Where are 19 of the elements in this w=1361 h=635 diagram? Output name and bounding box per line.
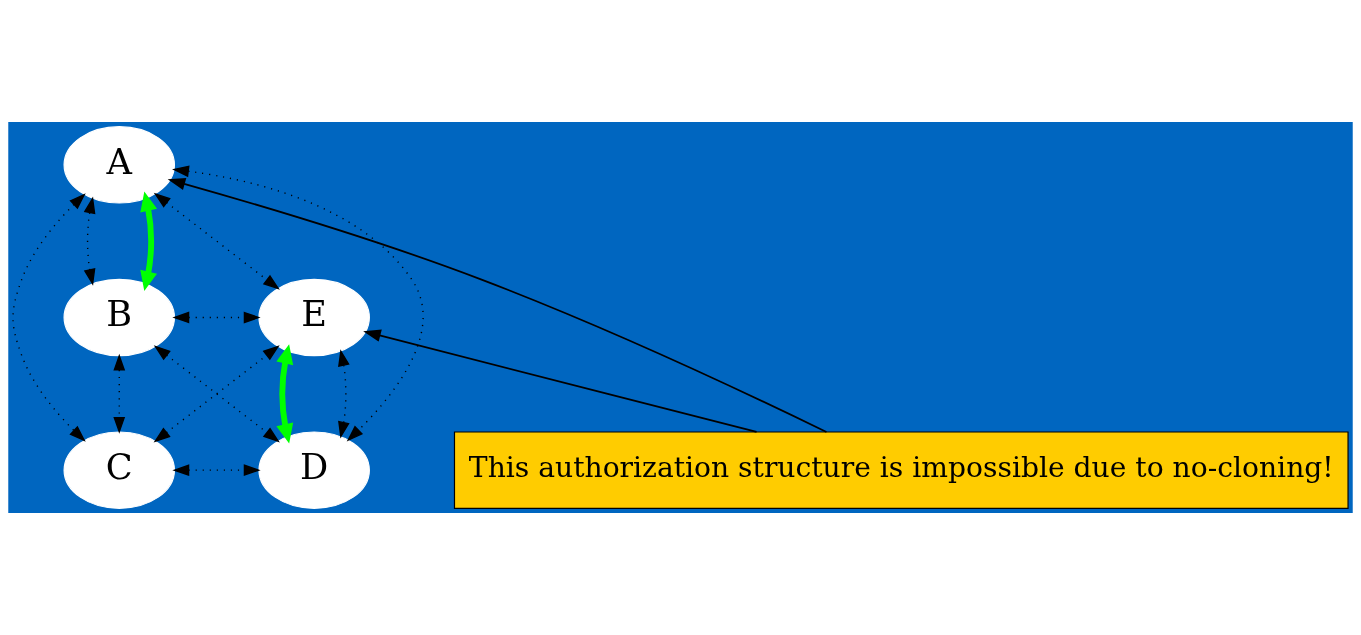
arrow [12,193,86,442]
arrow [153,192,280,290]
arrow [167,178,828,433]
arrow [338,349,350,439]
node-ellipse: E [258,278,370,357]
arrow [363,329,758,433]
arrow [113,353,126,434]
node-ellipse: C [63,431,176,509]
arrow [276,344,294,444]
node-box: This authorization structure is impossible due to no-cloning! [453,431,1349,509]
node-ellipse: A [63,126,176,204]
node-ellipse: B [63,278,176,357]
arrow [172,311,261,324]
arrow [140,191,158,291]
arrow [153,345,280,443]
node-ellipse: D [258,431,370,509]
arrow [172,464,261,477]
arrow [172,165,424,442]
arrow [83,196,96,286]
